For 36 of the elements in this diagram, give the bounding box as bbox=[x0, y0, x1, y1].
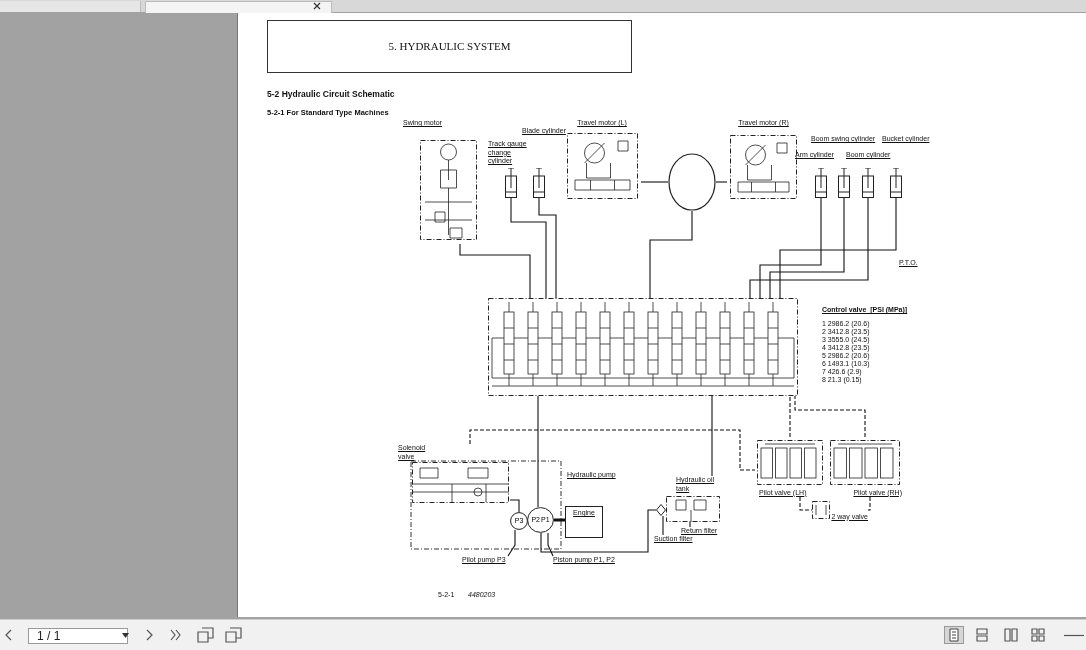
hydraulic-line bbox=[538, 197, 557, 299]
hydraulic-line bbox=[510, 197, 547, 299]
hydraulic-cylinder-symbol bbox=[505, 168, 517, 198]
leader-line bbox=[547, 532, 554, 557]
hydraulic-cylinder-symbol bbox=[862, 168, 874, 198]
control-valve-drawing bbox=[488, 298, 798, 396]
hydraulic-line bbox=[779, 197, 897, 299]
filter-symbol bbox=[656, 504, 666, 516]
pilot-line bbox=[469, 429, 756, 471]
hydraulic-line bbox=[649, 210, 693, 299]
hydraulic-line bbox=[769, 197, 845, 299]
hydraulic-cylinder-symbol bbox=[533, 168, 545, 198]
pilot-line bbox=[799, 496, 813, 511]
hydraulic-cylinder-symbol bbox=[838, 168, 850, 198]
hydraulic-line bbox=[711, 395, 713, 477]
page-number-field: 1 / 1 bbox=[28, 628, 128, 644]
title-box: 5. HYDRAULIC SYSTEM bbox=[267, 20, 632, 73]
hydraulic-line bbox=[715, 181, 728, 183]
hydraulic-line bbox=[640, 181, 669, 183]
hydraulic-line bbox=[459, 243, 531, 299]
section-heading: 5-2 Hydraulic Circuit Schematic bbox=[267, 90, 396, 100]
swivel-joint-symbol bbox=[668, 153, 716, 211]
leader-line bbox=[689, 521, 691, 528]
hydraulic-line bbox=[749, 197, 869, 299]
hydraulic-cylinder-symbol bbox=[815, 168, 827, 198]
hydraulic-line bbox=[537, 395, 539, 508]
hydraulic-line bbox=[509, 499, 520, 513]
hydraulic-line bbox=[759, 197, 822, 299]
drive-shaft bbox=[554, 518, 565, 522]
pilot-line bbox=[789, 395, 791, 438]
hydraulic-line bbox=[540, 509, 657, 553]
leader-line bbox=[662, 515, 664, 536]
leader-line bbox=[507, 529, 516, 557]
pilot-line bbox=[794, 395, 866, 438]
hydraulic-cylinder-symbol bbox=[890, 168, 902, 198]
pilot-line bbox=[867, 496, 871, 511]
